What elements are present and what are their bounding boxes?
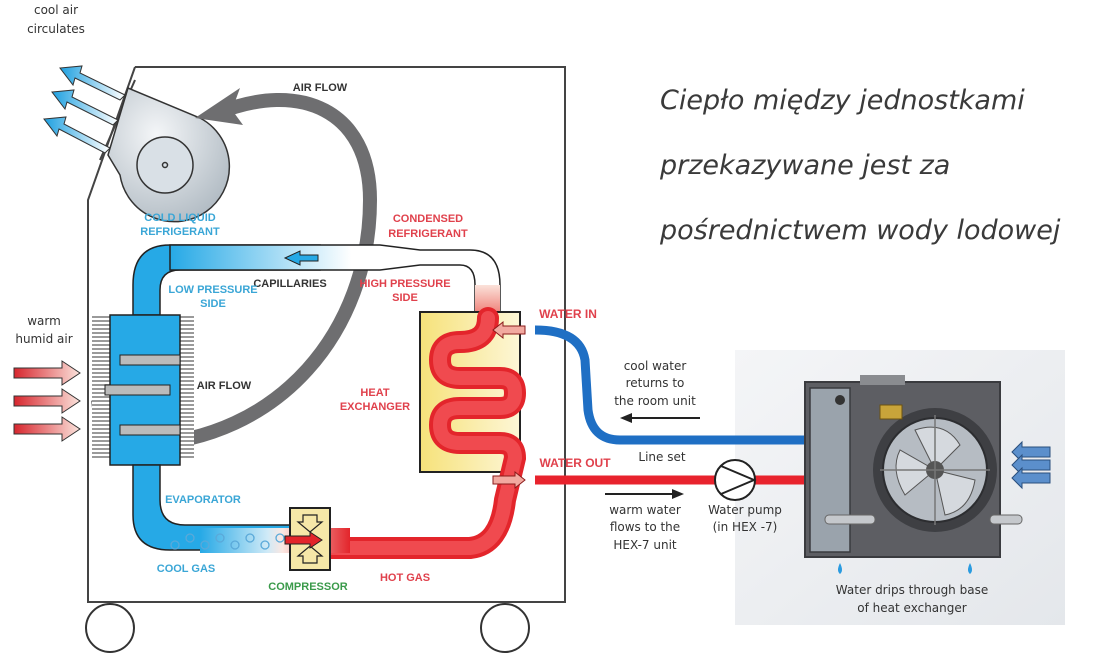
heat-exchanger-label: EXCHANGER (340, 401, 410, 413)
capillaries-label: CAPILLARIES (253, 278, 326, 290)
cool-air-arrows (43, 65, 126, 154)
cool-water-direction-arrow (620, 413, 700, 423)
warm-air-arrows (13, 360, 81, 442)
water-pump-label: Water pump (708, 503, 782, 517)
cool-water-label: returns to (626, 376, 685, 390)
water-pump-label: (in HEX -7) (713, 520, 778, 534)
water-pump-symbol (714, 459, 757, 501)
water-drips-label: of heat exchanger (857, 601, 966, 615)
blower-fan (107, 86, 231, 223)
airflow-arrowhead (195, 88, 243, 125)
line-set-label: Line set (638, 450, 685, 464)
water-in-port (492, 320, 526, 340)
warm-humid-air-label: humid air (15, 332, 72, 346)
compressor-label: COMPRESSOR (268, 581, 348, 593)
caption-line: przekazywane jest za (660, 150, 951, 181)
hot-gas-label: HOT GAS (380, 572, 430, 584)
heat-exchanger-label: HEAT (360, 387, 389, 399)
low-pressure-label: SIDE (200, 298, 226, 310)
cool-air-label: cool air (34, 3, 78, 17)
low-pressure-label: LOW PRESSURE (168, 284, 257, 296)
cool-gas-label: COOL GAS (157, 563, 215, 575)
cool-water-label: cool water (624, 359, 687, 373)
cold-liquid-label: REFRIGERANT (140, 226, 220, 238)
warm-water-direction-arrow (605, 489, 684, 499)
cool-air-label: circulates (27, 22, 85, 36)
gas-bubbles (170, 533, 285, 550)
cold-liquid-label: COLD LIQUID (144, 212, 216, 224)
warm-water-label: HEX-7 unit (613, 538, 677, 552)
warm-water-label: warm water (609, 503, 681, 517)
warm-humid-air-label: warm (27, 314, 61, 328)
high-pressure-label: SIDE (392, 292, 418, 304)
water-out-port (492, 470, 526, 490)
caption-line: Ciepło między jednostkami (660, 85, 1025, 116)
condensed-refrigerant-label: CONDENSED (393, 213, 463, 225)
evaporator-label: EVAPORATOR (165, 494, 241, 506)
caption-line: pośrednictwem wody lodowej (660, 215, 1061, 246)
cool-water-label: the room unit (614, 394, 696, 408)
high-pressure-label: HIGH PRESSURE (359, 278, 450, 290)
water-drop-icon (968, 563, 972, 574)
wheel-right (480, 603, 530, 653)
condensed-refrigerant-label: REFRIGERANT (388, 228, 468, 240)
water-drop-icon (838, 563, 842, 574)
air-flow-mid-label: AIR FLOW (197, 380, 252, 392)
warm-water-label: flows to the (610, 520, 680, 534)
water-out-label: WATER OUT (539, 456, 611, 470)
hex7-unit (804, 375, 1023, 558)
wheel-left (85, 603, 135, 653)
capillary-flow-arrow (283, 250, 319, 266)
air-flow-top-label: AIR FLOW (293, 82, 348, 94)
room-unit-cabinet (87, 66, 566, 603)
water-drips-label: Water drips through base (836, 583, 988, 597)
caption: Ciepło między jednostkami przekazywane j… (660, 68, 1100, 263)
water-in-label: WATER IN (539, 307, 597, 321)
compressor (284, 507, 331, 571)
intake-air-arrows (1011, 440, 1051, 490)
